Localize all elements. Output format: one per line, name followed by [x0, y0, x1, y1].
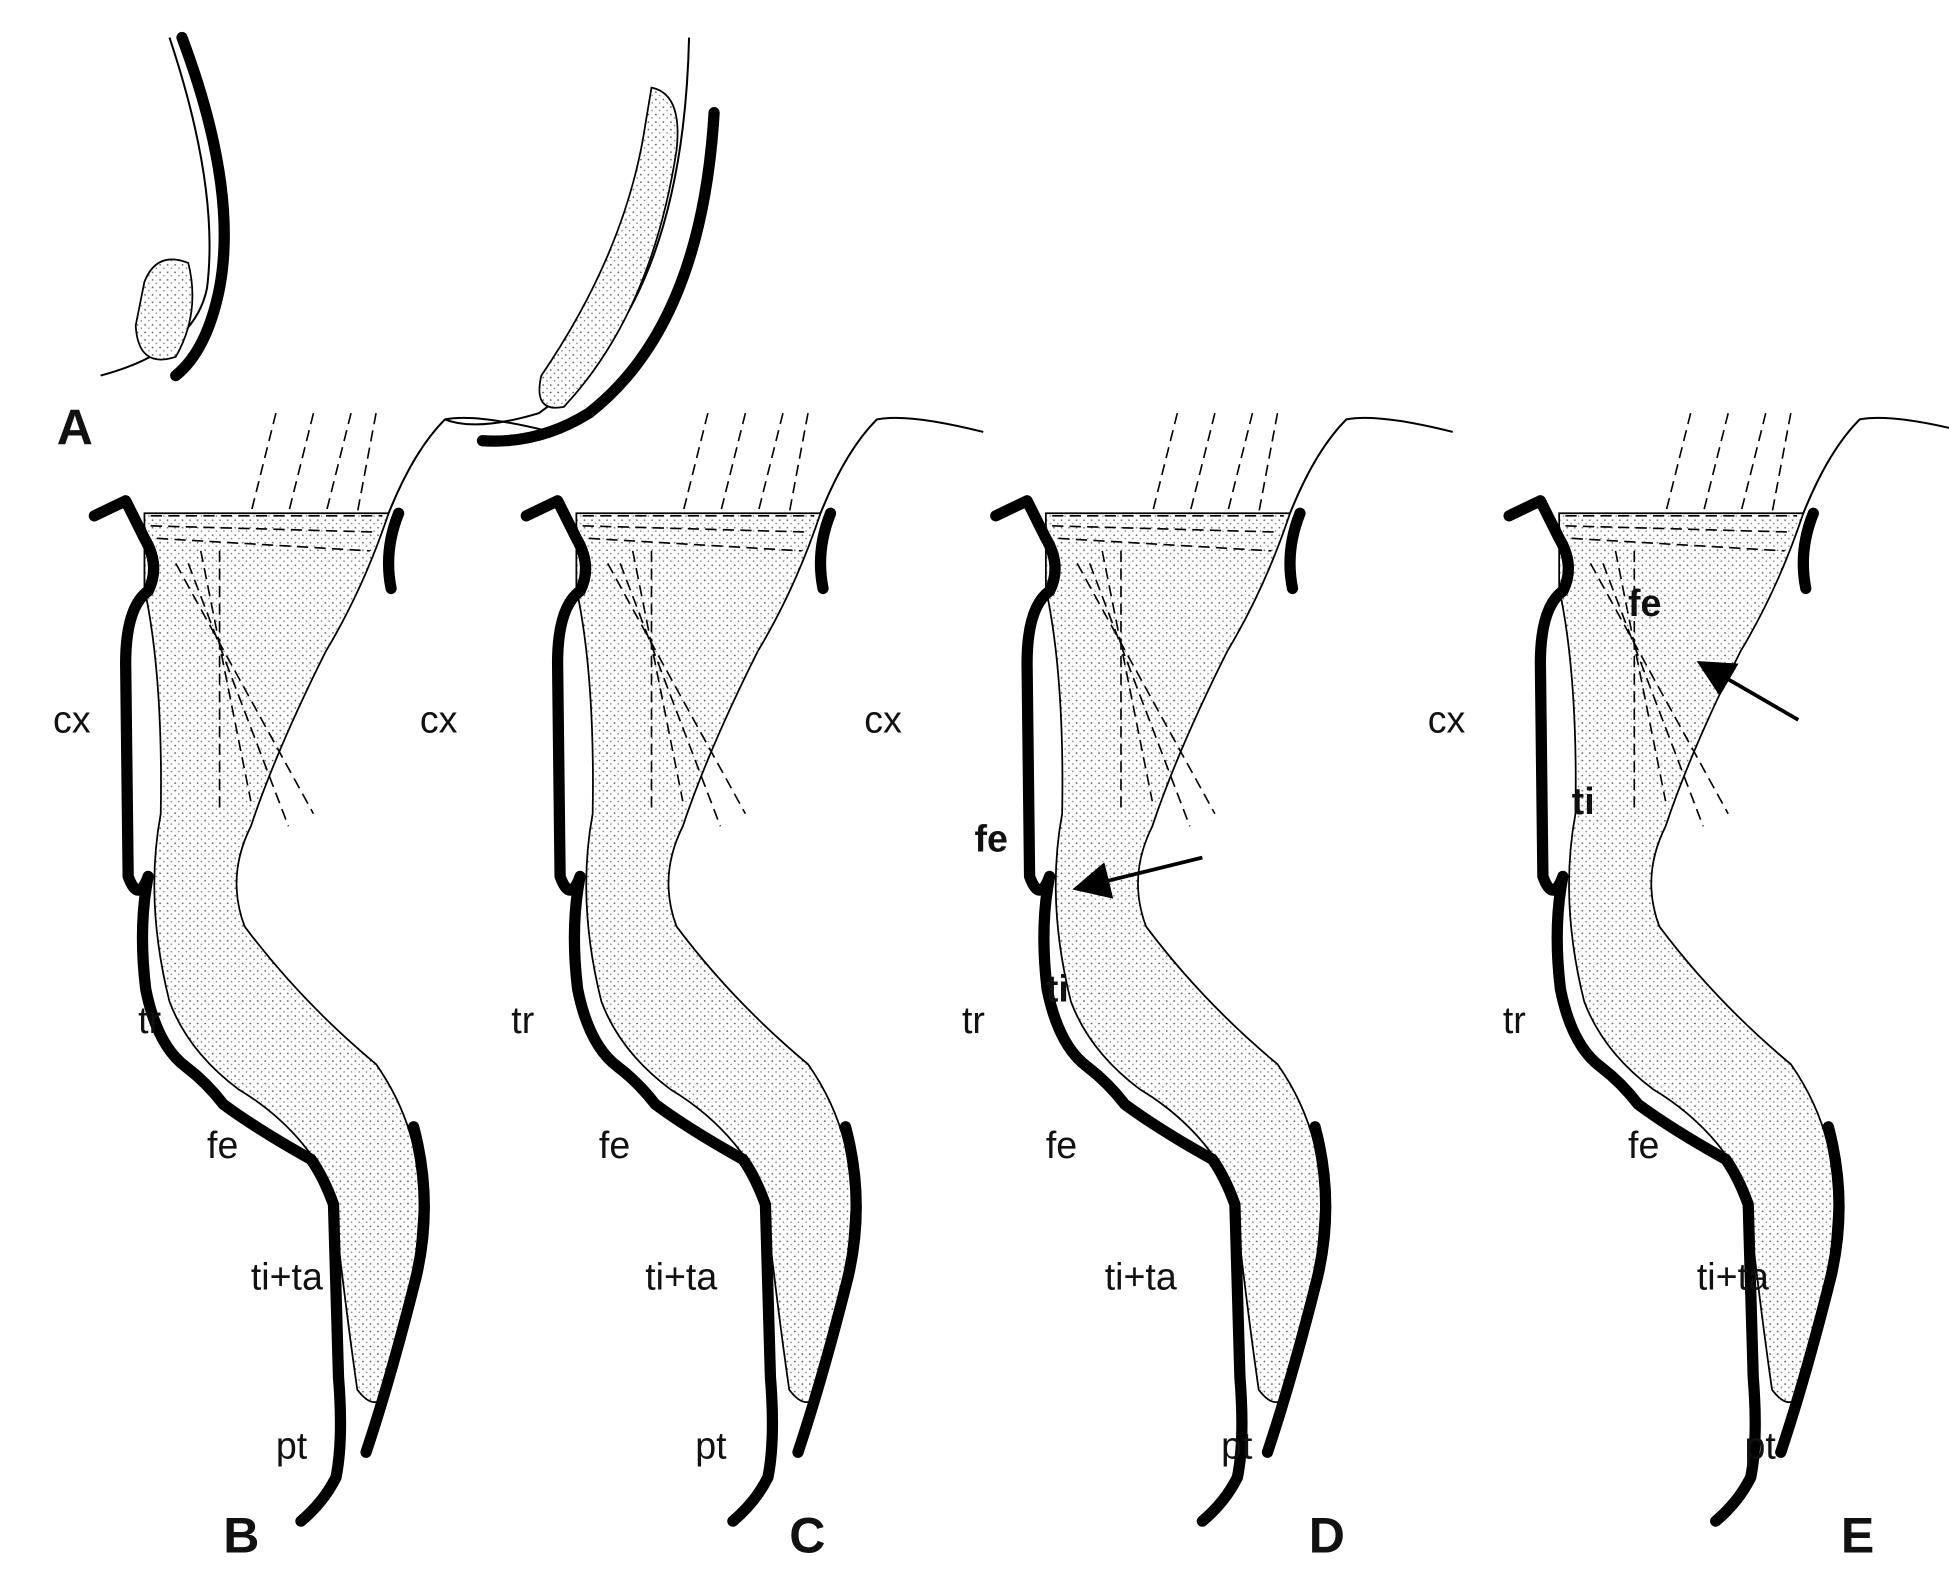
label-ti-ta: ti+ta — [251, 1256, 323, 1298]
panel-label-b: B — [223, 1507, 259, 1563]
inner-label-fe: fe — [1628, 582, 1661, 624]
label-cx: cx — [420, 698, 458, 740]
panel-label-c: C — [789, 1507, 825, 1563]
panel-a: A — [57, 31, 720, 455]
inner-label-ti: ti — [1046, 968, 1069, 1010]
label-cx: cx — [1428, 698, 1466, 740]
label-fe: fe — [1046, 1124, 1077, 1166]
label-pt: pt — [1744, 1425, 1776, 1467]
panel-c: C cx tr fe ti+ta pt — [420, 413, 983, 1563]
label-ti-ta: ti+ta — [645, 1256, 717, 1298]
arrow-icon — [1072, 855, 1203, 899]
panel-d: D cx tr fe ti+ta pt fe ti — [864, 413, 1452, 1563]
label-ti-ta: ti+ta — [1697, 1256, 1769, 1298]
panel-e: E cx tr fe ti+ta pt fe ti — [1428, 413, 1949, 1563]
label-pt: pt — [1221, 1425, 1253, 1467]
label-ti-ta: ti+ta — [1105, 1256, 1177, 1298]
panel-label-a: A — [57, 399, 93, 455]
inner-label-ti: ti — [1572, 780, 1595, 822]
label-cx: cx — [53, 698, 91, 740]
panel-b: B cx tr fe ti+ta pt — [53, 413, 551, 1563]
label-fe: fe — [207, 1124, 238, 1166]
label-tr: tr — [511, 999, 534, 1041]
label-pt: pt — [276, 1425, 308, 1467]
label-tr: tr — [1503, 999, 1526, 1041]
label-pt: pt — [695, 1425, 727, 1467]
inner-label-fe: fe — [975, 817, 1008, 859]
panel-label-d: D — [1309, 1507, 1345, 1563]
label-tr: tr — [138, 999, 161, 1041]
label-tr: tr — [962, 999, 985, 1041]
label-fe: fe — [599, 1124, 630, 1166]
label-fe: fe — [1628, 1124, 1659, 1166]
label-cx: cx — [864, 698, 902, 740]
arrow-icon — [1696, 661, 1800, 722]
panel-label-e: E — [1841, 1507, 1874, 1563]
